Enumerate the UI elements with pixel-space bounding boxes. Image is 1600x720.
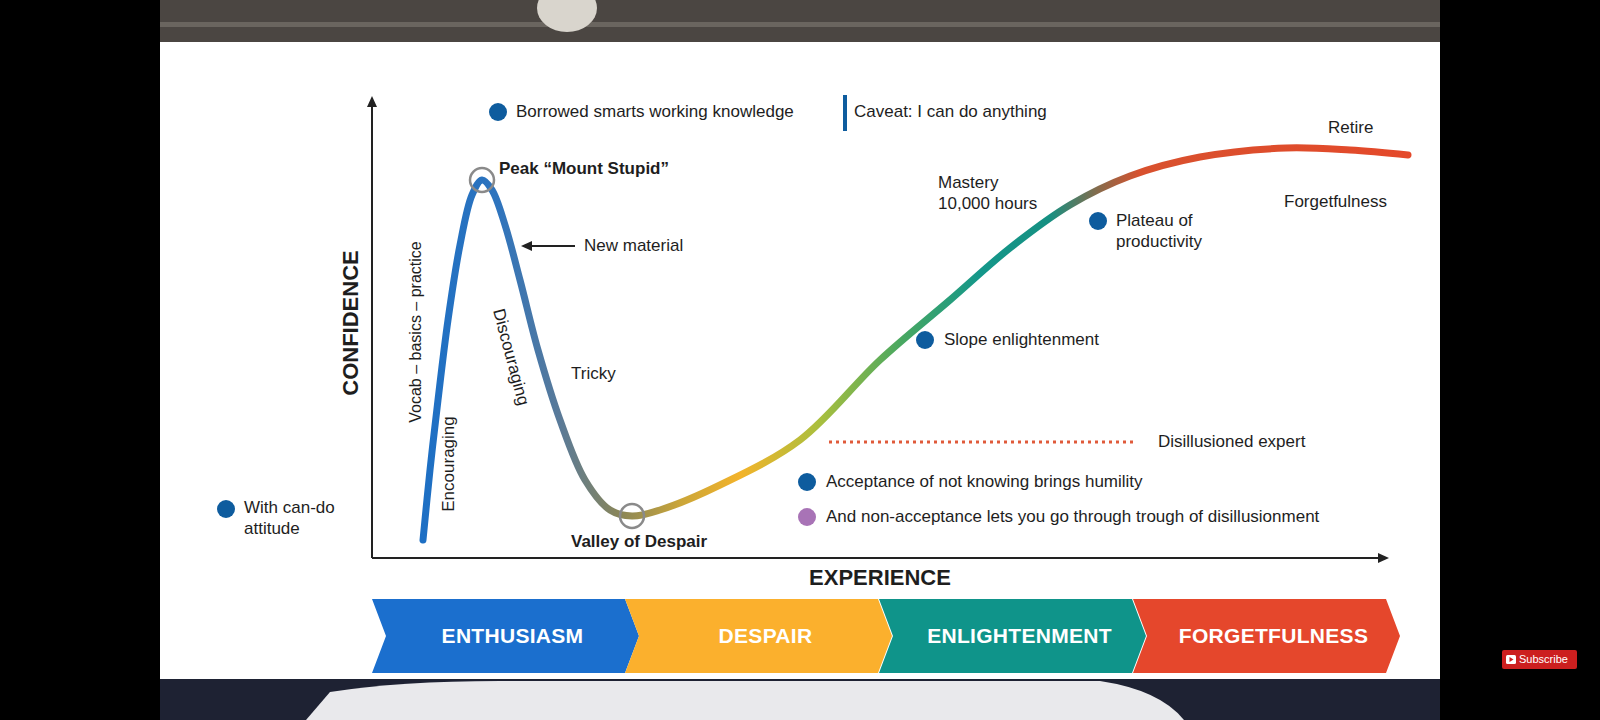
valley-marker: [620, 504, 644, 528]
axis-title: CONFIDENCE: [337, 250, 365, 395]
annotation: Disillusioned expert: [1158, 431, 1305, 452]
annotation: And non-acceptance lets you go through t…: [826, 506, 1319, 527]
chevron-fill: [372, 599, 639, 673]
phase-name: ENTHUSIASM: [442, 624, 584, 648]
room-backdrop: [160, 0, 1440, 42]
annotation: Tricky: [571, 363, 616, 384]
phase-name: DESPAIR: [719, 624, 813, 648]
confidence-curve: [423, 148, 1408, 540]
chevron-fill: [1133, 599, 1400, 673]
annotation: Retire: [1328, 117, 1373, 138]
bullet-dot: [1089, 212, 1107, 230]
bullet-dot: [489, 103, 507, 121]
axis-title: EXPERIENCE: [809, 564, 951, 592]
bullet-dot: [217, 500, 235, 518]
slide-panel: [160, 42, 1440, 679]
annotation: Mastery 10,000 hours: [938, 172, 1046, 215]
annotation: New material: [584, 235, 683, 256]
play-icon: [1510, 657, 1514, 662]
pointer-arrowhead: [521, 241, 532, 251]
annotation: Acceptance of not knowing brings humilit…: [826, 471, 1143, 492]
peak-marker: [470, 168, 494, 192]
pointer-arrow: [530, 245, 575, 247]
axis-arrowhead: [367, 96, 377, 107]
annotation: Borrowed smarts working knowledge: [516, 101, 794, 122]
annotation: Slope enlightenment: [944, 329, 1099, 350]
phase-band: DESPAIR: [625, 599, 892, 673]
room-backdrop: [160, 679, 1440, 720]
stage-label: Peak “Mount Stupid”: [499, 158, 669, 179]
play-icon: [1506, 655, 1516, 664]
phase-name: ENLIGHTENMENT: [927, 624, 1112, 648]
phase-band: FORGETFULNESS: [1133, 599, 1400, 673]
annotation: Plateau of productivity: [1116, 210, 1211, 253]
phase-name: FORGETFULNESS: [1179, 624, 1368, 648]
chevron-fill: [879, 599, 1146, 673]
stage-label: Valley of Despair: [571, 531, 707, 552]
ceiling-lamp: [537, 0, 597, 32]
x-axis: [372, 557, 1380, 559]
curve-label: Discouraging: [488, 306, 534, 407]
curve-label: Vocab – basics – practice: [406, 241, 426, 422]
bullet-dot: [798, 508, 816, 526]
annotation: Caveat: I can do anything: [854, 101, 1047, 122]
button-label: Subscribe: [1519, 653, 1568, 667]
chevron-fill: [625, 599, 892, 673]
axis-arrowhead: [1378, 553, 1389, 563]
ceiling-molding: [160, 22, 1440, 27]
presenter-shirt: [306, 681, 1184, 720]
annotation: With can-do attitude: [244, 497, 344, 540]
bullet-dot: [916, 331, 934, 349]
bullet-bar: [843, 95, 847, 131]
phase-band: ENTHUSIASM: [372, 599, 639, 673]
curve-label: Encouraging: [438, 416, 459, 511]
phase-band: ENLIGHTENMENT: [879, 599, 1146, 673]
bullet-dot: [798, 473, 816, 491]
y-axis: [371, 104, 373, 558]
annotation: Forgetfulness: [1284, 191, 1387, 212]
dotted-line: [829, 441, 1135, 444]
subscribe-button: [1502, 650, 1577, 669]
